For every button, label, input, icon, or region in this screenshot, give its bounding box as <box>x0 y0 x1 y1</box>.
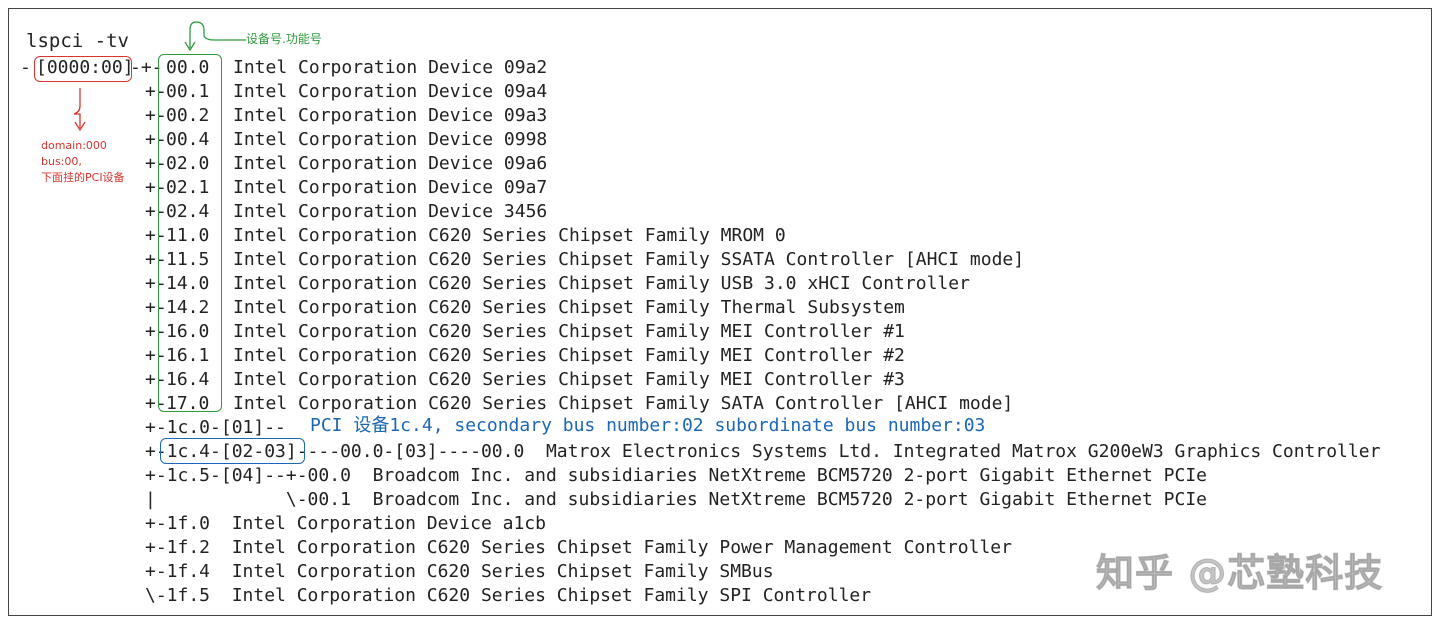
tree-line: +-1f.2 Intel Corporation C620 Series Chi… <box>145 537 1012 558</box>
green-arrowhead <box>184 41 196 52</box>
device-slot: 02.4 <box>166 201 210 222</box>
watermark: 知乎 @芯塾科技 <box>1095 551 1384 596</box>
device-description: Intel Corporation C620 Series Chipset Fa… <box>233 297 905 318</box>
root-connector: -+- <box>130 57 163 78</box>
slot-highlight-box <box>158 54 222 412</box>
tree-connector: +- <box>145 177 167 198</box>
tree-line: +-1c.5-[04]--+-00.0 Broadcom Inc. and su… <box>145 465 1208 486</box>
tree-line: +-1c.4-[02-03]----00.0-[03]----00.0 Matr… <box>145 441 1381 462</box>
tree-line: +-1f.0 Intel Corporation Device a1cb <box>145 513 546 534</box>
device-slot: 16.4 <box>166 369 210 390</box>
device-description: Intel Corporation C620 Series Chipset Fa… <box>233 321 905 342</box>
device-slot: 02.0 <box>166 153 210 174</box>
device-description: Intel Corporation Device 3456 <box>233 201 548 222</box>
device-slot: 14.0 <box>166 273 210 294</box>
bridge-highlight-box <box>160 438 305 464</box>
tree-line: \-1f.5 Intel Corporation C620 Series Chi… <box>145 585 872 606</box>
tree-line: +-1f.4 Intel Corporation C620 Series Chi… <box>145 561 774 582</box>
root-domain: [0000:00] <box>36 57 134 78</box>
red-arrow <box>73 88 81 128</box>
red-arrowhead <box>74 121 86 132</box>
device-description: Intel Corporation Device 09a6 <box>233 153 548 174</box>
device-description: Intel Corporation C620 Series Chipset Fa… <box>233 273 970 294</box>
device-slot: 16.0 <box>166 321 210 342</box>
device-slot: 00.1 <box>166 81 210 102</box>
root-prefix: - <box>20 57 31 78</box>
device-slot: 00.4 <box>166 129 210 150</box>
tree-connector: +- <box>145 249 167 270</box>
device-description: Intel Corporation C620 Series Chipset Fa… <box>233 369 905 390</box>
device-description: Intel Corporation Device 09a3 <box>233 105 548 126</box>
tree-connector: +- <box>145 273 167 294</box>
tree-connector: +- <box>145 225 167 246</box>
device-slot: 16.1 <box>166 345 210 366</box>
device-description: Intel Corporation Device 0998 <box>233 129 548 150</box>
domain-highlight-box <box>34 56 132 82</box>
tree-connector: +- <box>145 153 167 174</box>
tree-line: +-1c.0-[01]-- <box>145 417 286 438</box>
domain-note-line-2: bus:00, <box>41 155 82 168</box>
device-description: Intel Corporation Device 09a7 <box>233 177 548 198</box>
device-slot: 02.1 <box>166 177 210 198</box>
device-description: Intel Corporation C620 Series Chipset Fa… <box>233 225 786 246</box>
tree-connector: +- <box>145 321 167 342</box>
green-arrow <box>189 21 246 48</box>
device-description: Intel Corporation C620 Series Chipset Fa… <box>233 345 905 366</box>
tree-connector: +- <box>145 129 167 150</box>
device-slot: 14.2 <box>166 297 210 318</box>
tree-connector: +- <box>145 105 167 126</box>
device-description: Intel Corporation Device 09a4 <box>233 81 548 102</box>
tree-line: | \-00.1 Broadcom Inc. and subsidiaries … <box>145 489 1208 510</box>
screenshot-frame <box>8 8 1432 616</box>
device-slot: 00.0 <box>166 57 210 78</box>
device-slot: 00.2 <box>166 105 210 126</box>
device-description: Intel Corporation C620 Series Chipset Fa… <box>233 249 1025 270</box>
device-description: Intel Corporation C620 Series Chipset Fa… <box>233 393 1014 414</box>
tree-connector: +- <box>145 81 167 102</box>
tree-connector: +- <box>145 369 167 390</box>
device-slot: 17.0 <box>166 393 210 414</box>
device-slot: 11.0 <box>166 225 210 246</box>
slot-function-annotation: 设备号.功能号 <box>246 32 322 46</box>
bridge-annotation: PCI 设备1c.4, secondary bus number:02 subo… <box>310 415 986 436</box>
device-description: Intel Corporation Device 09a2 <box>233 57 548 78</box>
command-line: lspci -tv <box>26 30 129 52</box>
tree-connector: +- <box>145 297 167 318</box>
domain-note-line-1: domain:000 <box>41 139 107 152</box>
tree-connector: +- <box>145 345 167 366</box>
tree-connector: +- <box>145 201 167 222</box>
domain-note-line-3: 下面挂的PCI设备 <box>41 171 125 184</box>
device-slot: 11.5 <box>166 249 210 270</box>
